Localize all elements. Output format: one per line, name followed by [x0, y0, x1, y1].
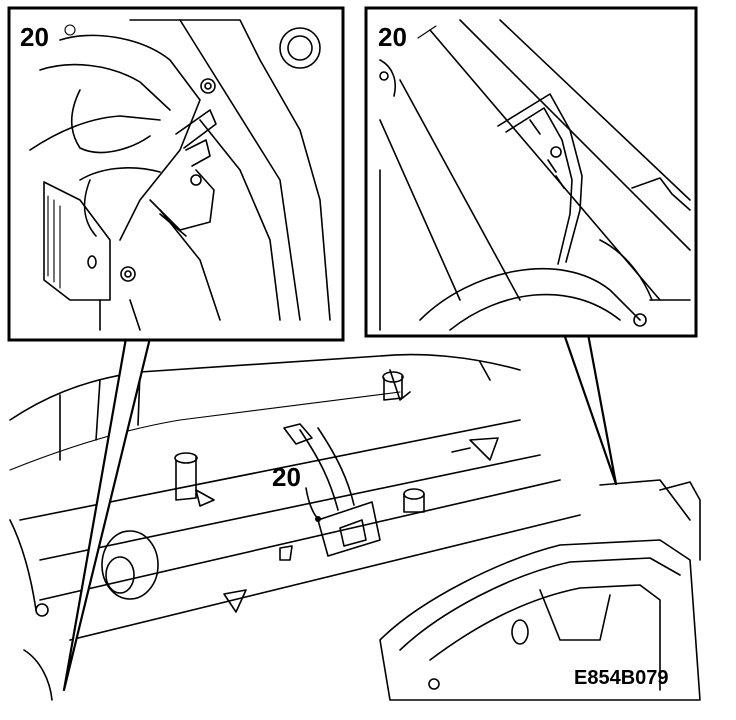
main-assembly-view	[9, 353, 701, 701]
callout-number-left: 20	[20, 22, 49, 52]
callout-number-right: 20	[378, 22, 407, 52]
detail-frame-right: 20	[364, 6, 698, 338]
detail-frame-left: 20	[7, 6, 345, 342]
callout-number-main: 20	[272, 462, 301, 492]
figure-reference-code: E854B079	[574, 667, 669, 689]
